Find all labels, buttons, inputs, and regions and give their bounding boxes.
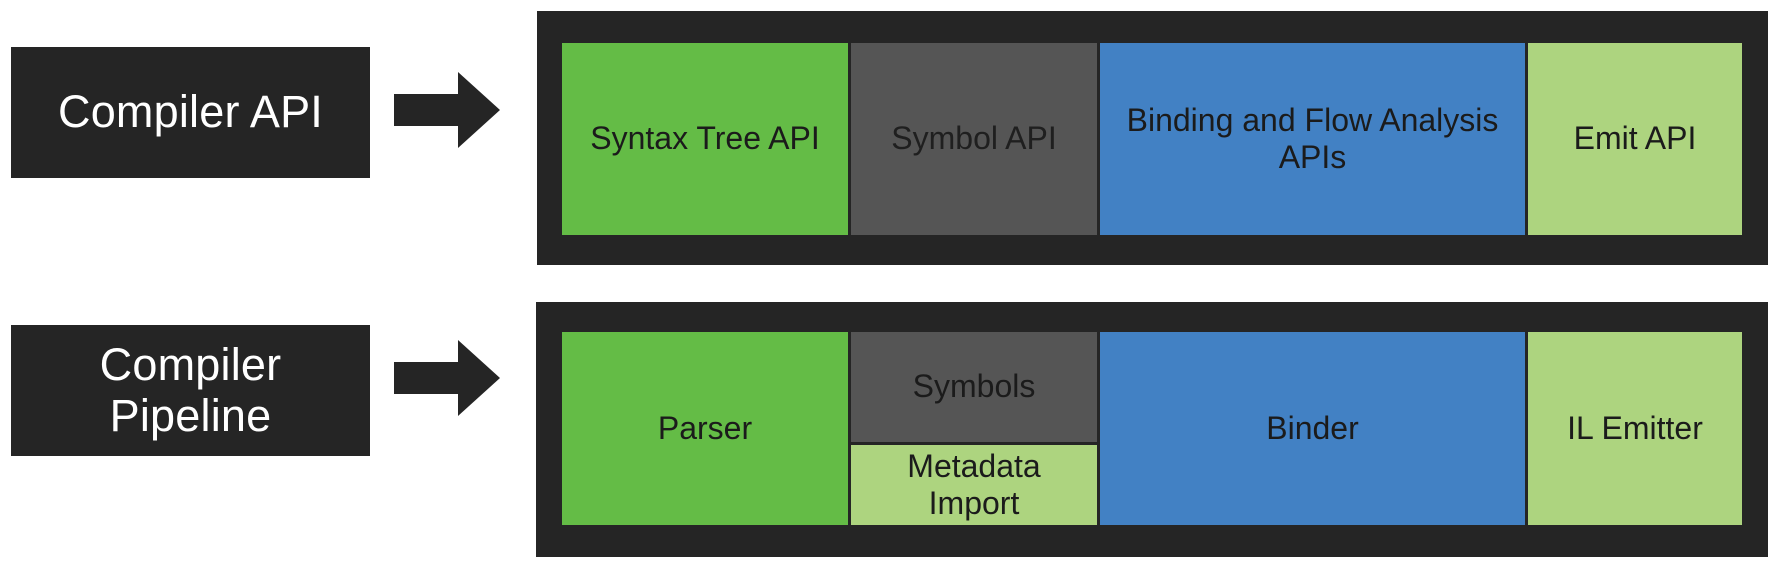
cell-metadata-import-label: Metadata Import: [907, 447, 1041, 521]
compiler-api-band: Syntax Tree API Symbol API Binding and F…: [537, 11, 1768, 265]
compiler-pipeline-cells: Parser Symbols Metadata Import Binder IL…: [562, 332, 1742, 525]
compiler-pipeline-label-text: Compiler Pipeline: [99, 339, 282, 441]
cell-binding-and-flow-analysis-apis[interactable]: Binding and Flow Analysis APIs: [1100, 43, 1528, 235]
cell-syntax-tree-api-label: Syntax Tree API: [590, 120, 820, 157]
cell-il-emitter[interactable]: IL Emitter: [1528, 332, 1742, 525]
compiler-api-label-text: Compiler API: [58, 86, 323, 138]
compiler-api-cells: Syntax Tree API Symbol API Binding and F…: [562, 43, 1742, 235]
cell-binding-and-flow-analysis-apis-label: Binding and Flow Analysis APIs: [1126, 101, 1499, 175]
cell-symbols-label: Symbols: [912, 368, 1036, 405]
cell-binder-label: Binder: [1266, 409, 1359, 446]
cell-parser-label: Parser: [657, 409, 753, 446]
cell-symbols[interactable]: Symbols: [851, 332, 1097, 442]
cell-symbols-metadata-import: Symbols Metadata Import: [851, 332, 1100, 525]
compiler-pipeline-label-box: Compiler Pipeline: [11, 325, 370, 456]
cell-syntax-tree-api[interactable]: Syntax Tree API: [562, 43, 851, 235]
right-arrow-icon: [394, 72, 500, 148]
cell-emit-api-label: Emit API: [1573, 120, 1697, 157]
compiler-pipeline-band: Parser Symbols Metadata Import Binder IL…: [536, 302, 1768, 557]
cell-symbol-api-label: Symbol API: [891, 120, 1057, 157]
cell-il-emitter-label: IL Emitter: [1567, 409, 1703, 446]
compiler-api-label-box: Compiler API: [11, 47, 370, 178]
cell-metadata-import[interactable]: Metadata Import: [851, 442, 1097, 525]
cell-symbol-api[interactable]: Symbol API: [851, 43, 1100, 235]
cell-parser[interactable]: Parser: [562, 332, 851, 525]
cell-emit-api[interactable]: Emit API: [1528, 43, 1742, 235]
cell-binder[interactable]: Binder: [1100, 332, 1528, 525]
right-arrow-icon: [394, 340, 500, 416]
